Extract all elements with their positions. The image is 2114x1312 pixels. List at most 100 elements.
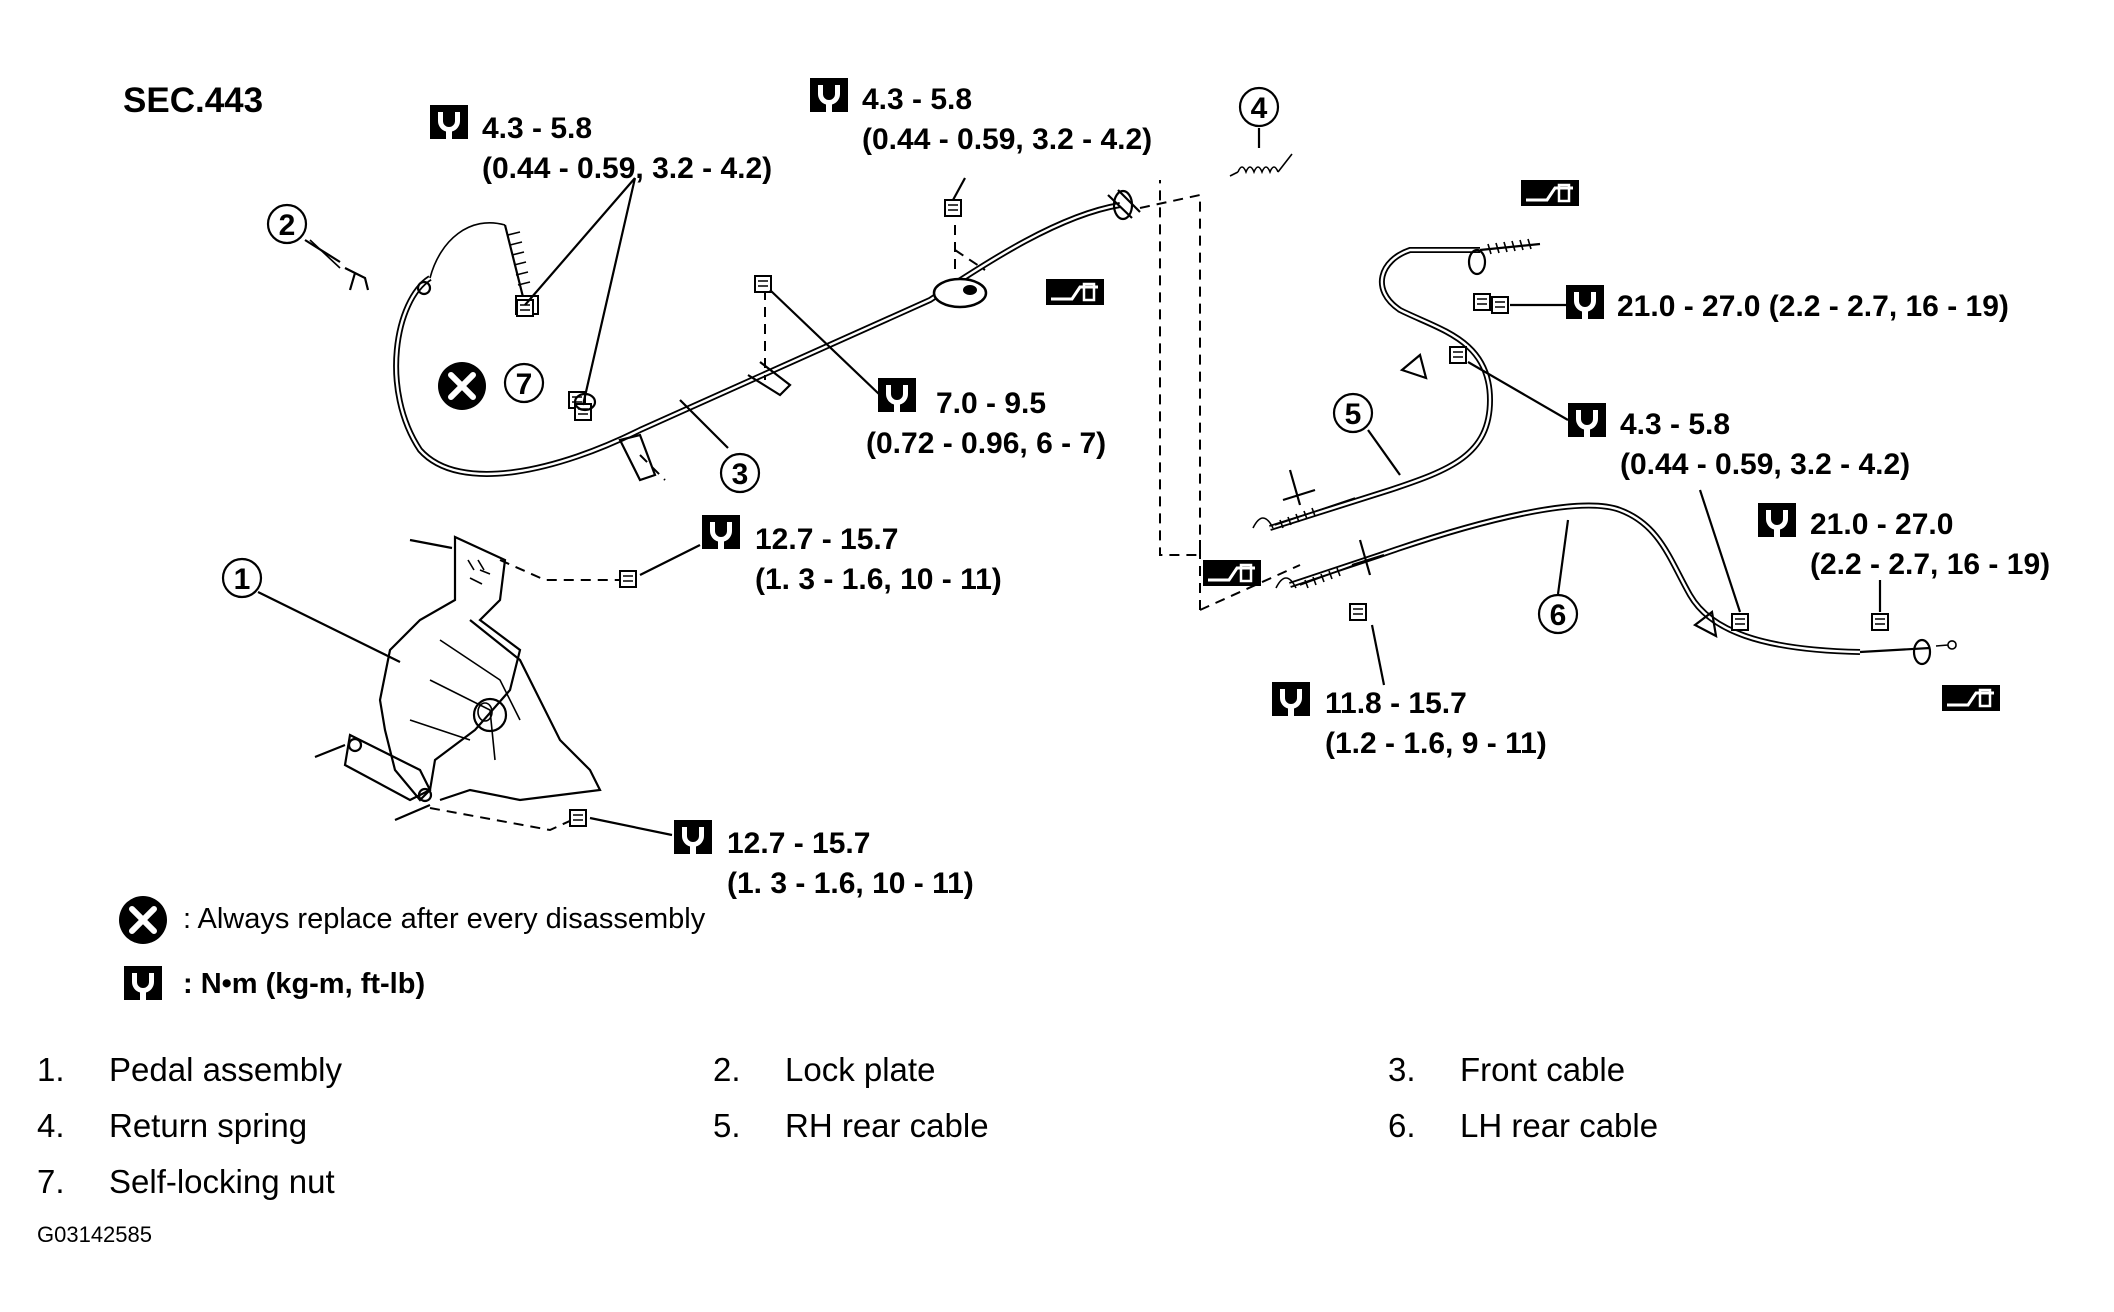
callout-1-leader [257, 591, 401, 663]
replace-x-icon [119, 896, 167, 944]
callout-1-circle [221, 557, 263, 599]
leader-lines-1 [524, 177, 637, 406]
callout-5-circle [1332, 392, 1374, 434]
svg-text:(1.2 - 1.6, 9 - 11): (1.2 - 1.6, 9 - 11) [1325, 727, 1547, 760]
torque-wrench-icon [430, 105, 468, 139]
torque-wrench-icon [674, 820, 712, 854]
parts-list: 1. Pedal assembly 2. Lock plate 3. Front… [37, 1051, 1658, 1200]
leader-line-cable3 [679, 399, 729, 449]
callout-7: 7 [516, 368, 533, 401]
callout-2-leader [304, 239, 341, 263]
pedal-leader-2 [589, 816, 673, 837]
callout-5-leader [1367, 429, 1401, 476]
legend-replace-text: : Always replace after every disassembly [183, 903, 706, 935]
svg-text:11.8 - 15.7: 11.8 - 15.7 [1325, 687, 1467, 720]
leader-line-2 [952, 177, 966, 201]
leader-lh-bolt [1698, 489, 1742, 613]
bolt-lh-2 [1871, 613, 1889, 631]
part-num: 1. [37, 1051, 65, 1088]
return-spring [1229, 153, 1293, 177]
part-name: Return spring [109, 1107, 307, 1144]
torque-label-1: 4.3 - 5.8 (0.44 - 0.59, 3.2 - 4.2) [430, 105, 772, 185]
torque-wrench-icon [1566, 285, 1604, 319]
torque-label-9: 11.8 - 15.7 (1.2 - 1.6, 9 - 11) [1272, 682, 1547, 760]
leader-lh-nut [1370, 624, 1386, 686]
callout-2-circle [266, 203, 308, 245]
torque-label-7: 4.3 - 5.8 (0.44 - 0.59, 3.2 - 4.2) [1568, 403, 1910, 481]
svg-text:(1. 3 - 1.6, 10 - 11): (1. 3 - 1.6, 10 - 11) [755, 563, 1002, 596]
torque-wrench-icon [1568, 403, 1606, 437]
cable-lock-clip-icon-2 [1519, 178, 1581, 208]
leader-line-3 [769, 289, 881, 396]
svg-text:12.7 - 15.7: 12.7 - 15.7 [727, 827, 870, 860]
part-name: Pedal assembly [109, 1051, 342, 1088]
part-name: LH rear cable [1460, 1107, 1658, 1144]
bolt-rh [1491, 296, 1509, 314]
routing-dash-2 [1199, 540, 1301, 611]
svg-text:(0.44 - 0.59, 3.2 - 4.2): (0.44 - 0.59, 3.2 - 4.2) [482, 152, 772, 185]
callout-6-circle [1537, 593, 1579, 635]
figure-code: G03142585 [37, 1222, 152, 1247]
routing-dash-1 [1139, 180, 1201, 556]
section-title: SEC.443 [123, 81, 263, 120]
pedal-bolt-1 [619, 570, 637, 588]
pedal-nut-2 [569, 809, 587, 827]
cable-lock-clip-icon-4 [1940, 683, 2002, 713]
svg-text:(2.2 - 2.7, 16 - 19): (2.2 - 2.7, 16 - 19) [1810, 548, 2050, 581]
torque-label-5: 12.7 - 15.7 (1. 3 - 1.6, 10 - 11) [674, 820, 974, 900]
svg-text:4.3 - 5.8: 4.3 - 5.8 [482, 112, 592, 145]
torque-label-8: 21.0 - 27.0 (2.2 - 2.7, 16 - 19) [1758, 503, 2050, 581]
torque-wrench-icon [810, 78, 848, 112]
callout-1: 1 [234, 563, 251, 596]
callout-3-circle [719, 452, 761, 494]
torque-label-3: 7.0 - 9.5 (0.72 - 0.96, 6 - 7) [866, 378, 1106, 460]
svg-text:4.3 - 5.8: 4.3 - 5.8 [862, 83, 972, 116]
callout-7-circle [503, 362, 545, 404]
part-num: 2. [713, 1051, 741, 1088]
replace-x-icon [438, 362, 486, 410]
torque-wrench-icon [878, 378, 916, 412]
svg-text:(0.72 - 0.96, 6 - 7): (0.72 - 0.96, 6 - 7) [866, 427, 1106, 460]
callout-3: 3 [732, 458, 749, 491]
part-num: 3. [1388, 1051, 1416, 1088]
torque-wrench-icon [1272, 682, 1310, 716]
svg-text:21.0 - 27.0 (2.2 - 2.7, 16 - 1: 21.0 - 27.0 (2.2 - 2.7, 16 - 19) [1617, 290, 2009, 323]
callout-4-circle [1238, 86, 1280, 128]
part-name: Front cable [1460, 1051, 1625, 1088]
callout-4: 4 [1251, 92, 1268, 125]
svg-text:(0.44 - 0.59, 3.2 - 4.2): (0.44 - 0.59, 3.2 - 4.2) [1620, 448, 1910, 481]
bolt-rh-2 [1449, 346, 1467, 364]
torque-label-4: 12.7 - 15.7 (1. 3 - 1.6, 10 - 11) [702, 515, 1002, 596]
callout-2: 2 [279, 209, 296, 242]
lh-rear-cable [1275, 502, 1957, 666]
cable-lock-clip-icon-3 [1201, 558, 1263, 588]
part-name: RH rear cable [785, 1107, 989, 1144]
pedal-assembly [314, 535, 602, 822]
pedal-dash-2 [429, 807, 573, 832]
svg-text:(1. 3 - 1.6, 10 - 11): (1. 3 - 1.6, 10 - 11) [727, 867, 974, 900]
part-name: Self-locking nut [109, 1163, 335, 1200]
bolt-lh [1731, 613, 1749, 631]
torque-wrench-icon [702, 515, 740, 549]
front-cable [309, 189, 1141, 482]
part-num: 7. [37, 1163, 65, 1200]
legend: : Always replace after every disassembly… [119, 896, 706, 1000]
torque-label-6: 21.0 - 27.0 (2.2 - 2.7, 16 - 19) [1566, 285, 2009, 323]
callout-5: 5 [1345, 398, 1362, 431]
svg-text:(0.44 - 0.59, 3.2 - 4.2): (0.44 - 0.59, 3.2 - 4.2) [862, 123, 1152, 156]
svg-text:21.0 - 27.0: 21.0 - 27.0 [1810, 508, 1953, 541]
pedal-leader-1 [639, 544, 701, 576]
part-num: 4. [37, 1107, 65, 1144]
legend-torque-units: : N•m (kg-m, ft-lb) [183, 968, 425, 1000]
callout-6-leader [1556, 519, 1570, 595]
cable-lock-clip-icon [1044, 277, 1106, 307]
torque-wrench-icon [124, 966, 162, 1000]
rh-rear-cable [1252, 238, 1541, 531]
callout-6: 6 [1550, 599, 1567, 632]
svg-text:7.0 - 9.5: 7.0 - 9.5 [936, 387, 1046, 420]
leader-rh-2 [1467, 361, 1569, 421]
torque-wrench-icon [1758, 503, 1796, 537]
svg-text:4.3 - 5.8: 4.3 - 5.8 [1620, 408, 1730, 441]
pedal-dash-1 [499, 559, 620, 581]
